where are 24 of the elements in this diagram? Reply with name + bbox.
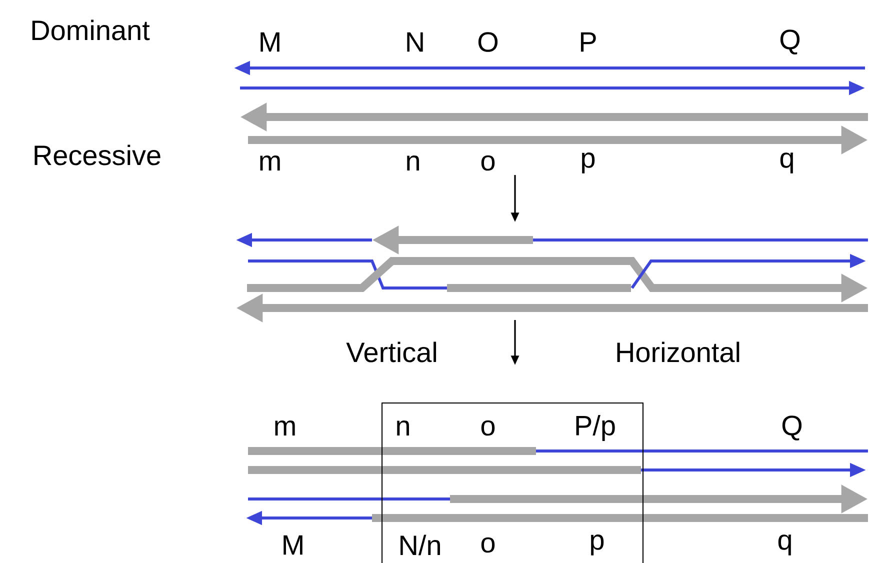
allele-label: P/p bbox=[576, 414, 615, 442]
allele-label: q bbox=[778, 534, 791, 556]
allele-label: p bbox=[582, 152, 595, 174]
allele-label: O bbox=[478, 32, 498, 52]
row-label: Recessive bbox=[34, 144, 160, 166]
allele-label: P bbox=[580, 32, 596, 52]
allele-label: n bbox=[407, 155, 419, 171]
allele-label: o bbox=[481, 155, 495, 171]
allele-label: m bbox=[260, 155, 280, 171]
allele-label: o bbox=[481, 420, 495, 436]
allele-label: o bbox=[481, 537, 495, 553]
region-label: Horizontal bbox=[617, 342, 740, 362]
allele-label: n bbox=[397, 420, 409, 436]
allele-label: N bbox=[407, 32, 423, 52]
allele-label: N/n bbox=[400, 534, 440, 556]
allele-label: M bbox=[284, 535, 302, 555]
allele-label: Q bbox=[780, 30, 800, 54]
allele-label: p bbox=[591, 534, 604, 556]
region-label: Vertical bbox=[346, 342, 436, 362]
allele-label: q bbox=[780, 152, 793, 174]
allele-label: Q bbox=[782, 416, 802, 440]
allele-label: m bbox=[275, 420, 295, 436]
row-label: Dominant bbox=[32, 20, 150, 40]
allele-label: M bbox=[260, 32, 280, 52]
